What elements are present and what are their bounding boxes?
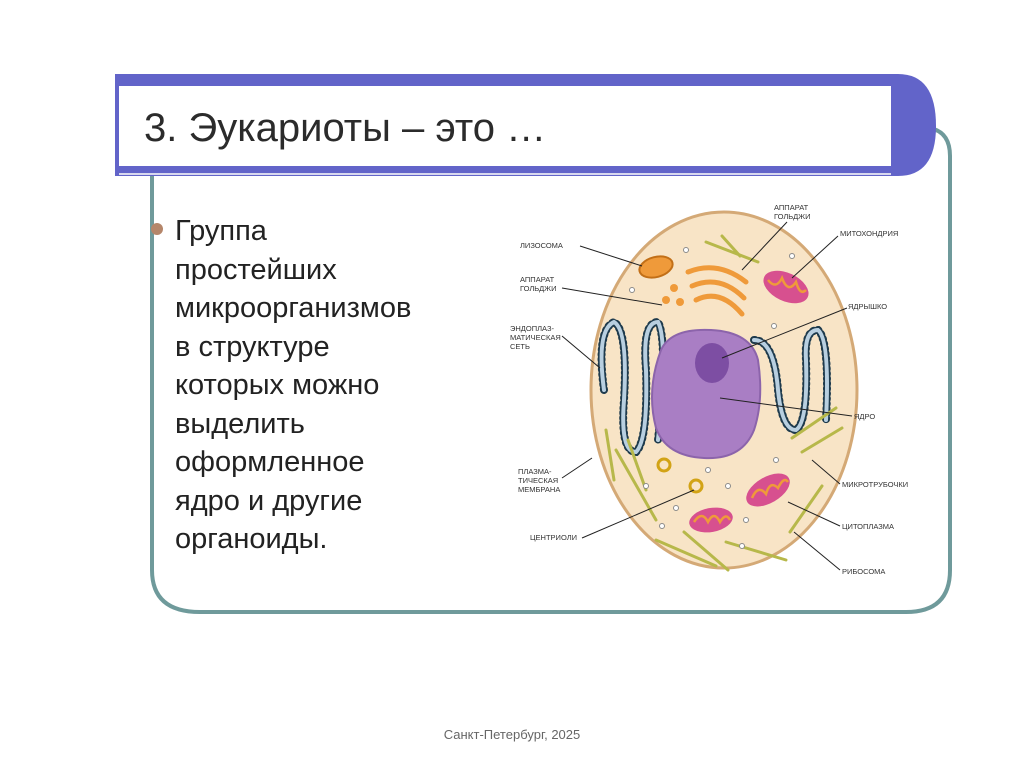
footer-caption: Санкт-Петербург, 2025 — [0, 727, 1024, 742]
vesicle — [676, 298, 684, 306]
vesicle — [662, 296, 670, 304]
label-microtubules: МИКРОТРУБОЧКИ — [842, 480, 908, 489]
label-golgi-left-2: ГОЛЬДЖИ — [520, 284, 556, 293]
bullet-icon — [151, 223, 163, 235]
bullet-paragraph: Группа простейших микроорганизмов в стру… — [175, 212, 485, 559]
label-centrioles: ЦЕНТРИОЛИ — [530, 533, 577, 542]
label-membrane: ПЛАЗМА- — [518, 467, 552, 476]
eukaryotic-cell-diagram: АППАРАТ ГОЛЬДЖИ ЛИЗОСОМА МИТОХОНДРИЯ АПП… — [496, 190, 916, 590]
label-golgi-top: АППАРАТ — [774, 203, 809, 212]
title-underline — [119, 166, 891, 170]
label-membrane-3: МЕМБРАНА — [518, 485, 560, 494]
label-ribosome: РИБОСОМА — [842, 567, 885, 576]
label-golgi-top-2: ГОЛЬДЖИ — [774, 212, 810, 221]
label-mitochondrion: МИТОХОНДРИЯ — [840, 229, 898, 238]
label-er-2: МАТИЧЕСКАЯ — [510, 333, 561, 342]
label-membrane-2: ТИЧЕСКАЯ — [518, 476, 558, 485]
label-er-3: СЕТЬ — [510, 342, 530, 351]
label-cytoplasm: ЦИТОПЛАЗМА — [842, 522, 894, 531]
label-golgi-left: АППАРАТ — [520, 275, 555, 284]
vesicle — [670, 284, 678, 292]
label-lysosome: ЛИЗОСОМА — [520, 241, 563, 250]
header-accent-line — [119, 173, 891, 175]
slide-title: 3. Эукариоты – это … — [144, 106, 546, 151]
nucleolus — [695, 343, 729, 383]
label-nucleolus: ЯДРЫШКО — [848, 302, 887, 311]
label-nucleus: ЯДРО — [854, 412, 875, 421]
label-er: ЭНДОПЛАЗ- — [510, 324, 554, 333]
